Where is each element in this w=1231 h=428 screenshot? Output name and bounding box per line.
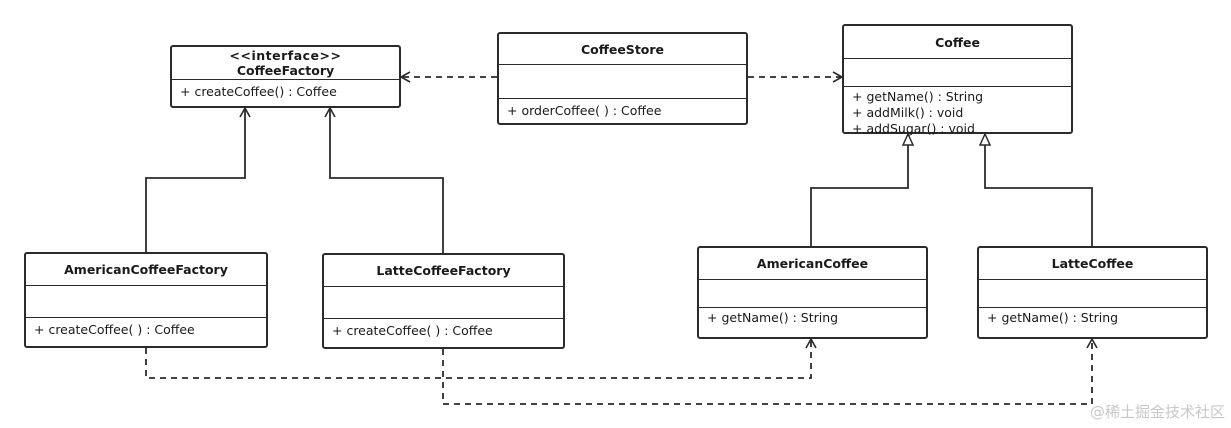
operations-compartment: + orderCoffee( ) : Coffee [499, 99, 746, 119]
attributes-compartment [499, 65, 746, 99]
class-name: Coffee [935, 34, 980, 50]
class-name: AmericanCoffeeFactory [64, 262, 228, 277]
operation: + orderCoffee( ) : Coffee [507, 103, 662, 118]
class-coffee[interactable]: Coffee + getName() : String + addMilk() … [842, 24, 1073, 137]
operation: + getName() : String [852, 89, 984, 104]
class-name-block: AmericanCoffee [699, 248, 926, 280]
class-latte-coffee[interactable]: LatteCoffee + getName() : String [977, 246, 1208, 339]
edge-american-factory-creates-coffee [145, 337, 817, 379]
stereotype-label: <<interface>> [229, 48, 342, 63]
class-name-block: CoffeeStore [499, 34, 746, 65]
edge-latte-factory-creates-coffee [442, 337, 1098, 405]
edge-latte-coffee-to-coffee [985, 134, 1093, 246]
attributes-compartment [844, 59, 1071, 87]
operations-compartment: + getName() : String + addMilk() : void … [844, 87, 1071, 137]
watermark: @稀土掘金技术社区 [1089, 403, 1225, 421]
class-name-block: AmericanCoffeeFactory [26, 254, 266, 286]
class-name: LatteCoffee [1051, 256, 1134, 271]
class-american-coffee-factory[interactable]: AmericanCoffeeFactory + createCoffee( ) … [24, 252, 268, 348]
class-name-block: LatteCoffeeFactory [324, 255, 563, 287]
operation: + createCoffee() : Coffee [180, 84, 337, 99]
attributes-compartment [699, 280, 926, 308]
class-name-block: Coffee [844, 26, 1071, 59]
attributes-compartment [26, 286, 266, 318]
operation: + addMilk() : void [852, 105, 964, 120]
operation: + createCoffee( ) : Coffee [332, 323, 493, 338]
operations-compartment: + getName() : String [699, 308, 926, 326]
operation: + getName() : String [987, 310, 1119, 325]
class-name-block: LatteCoffee [979, 248, 1206, 280]
attributes-compartment [979, 280, 1206, 308]
class-name: AmericanCoffee [756, 256, 869, 271]
class-name: CoffeeStore [580, 41, 665, 57]
class-name: LatteCoffeeFactory [376, 263, 511, 278]
class-coffee-store[interactable]: CoffeeStore + orderCoffee( ) : Coffee [497, 32, 748, 125]
class-latte-coffee-factory[interactable]: LatteCoffeeFactory + createCoffee( ) : C… [322, 253, 565, 349]
class-name-block: <<interface>> CoffeeFactory [172, 47, 399, 80]
operations-compartment: + getName() : String [979, 308, 1206, 326]
class-american-coffee[interactable]: AmericanCoffee + getName() : String [697, 246, 928, 339]
edge-latte-factory-to-interface [324, 106, 444, 253]
operations-compartment: + createCoffee( ) : Coffee [26, 318, 266, 338]
class-name: CoffeeFactory [236, 63, 335, 78]
operation: + addSugar() : void [852, 121, 975, 136]
operation: + getName() : String [707, 310, 839, 325]
edge-american-coffee-to-coffee [810, 134, 908, 246]
class-coffee-factory[interactable]: <<interface>> CoffeeFactory + createCoff… [170, 45, 401, 108]
operations-compartment: + createCoffee() : Coffee [172, 80, 399, 100]
operations-compartment: + createCoffee( ) : Coffee [324, 319, 563, 339]
attributes-compartment [324, 287, 563, 319]
edge-american-factory-to-interface [145, 106, 251, 252]
operation: + createCoffee( ) : Coffee [34, 322, 195, 337]
